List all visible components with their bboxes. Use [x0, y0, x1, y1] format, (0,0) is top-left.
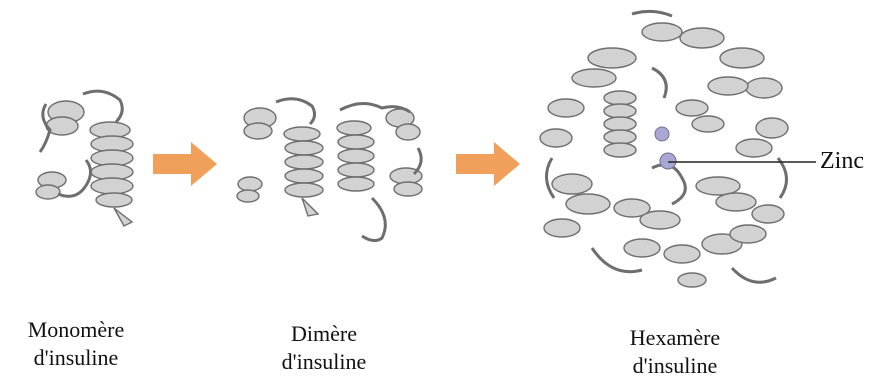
zinc-label: Zinc	[820, 148, 864, 174]
dimer-caption-line1: Dimère	[291, 321, 357, 346]
dimer-caption: Dimère d'insuline	[256, 320, 392, 376]
monomer-structure	[35, 89, 134, 227]
monomer-caption-line1: Monomère	[27, 317, 125, 342]
right-arrow-icon	[153, 142, 217, 186]
zinc-sphere-icon	[654, 126, 670, 142]
zinc-leader-line	[668, 161, 816, 163]
zinc-sphere-icon	[659, 152, 677, 170]
hexamer-structure	[539, 9, 789, 288]
hexamer-caption-line2: d'insuline	[632, 353, 718, 378]
dimer-caption-line2: d'insuline	[281, 349, 367, 374]
dimer-structure	[236, 97, 423, 243]
hexamer-caption-line1: Hexamère	[629, 325, 721, 350]
monomer-caption-line2: d'insuline	[33, 345, 119, 370]
hexamer-caption: Hexamère d'insuline	[600, 324, 750, 380]
monomer-caption: Monomère d'insuline	[0, 316, 152, 372]
right-arrow-icon	[456, 142, 520, 186]
